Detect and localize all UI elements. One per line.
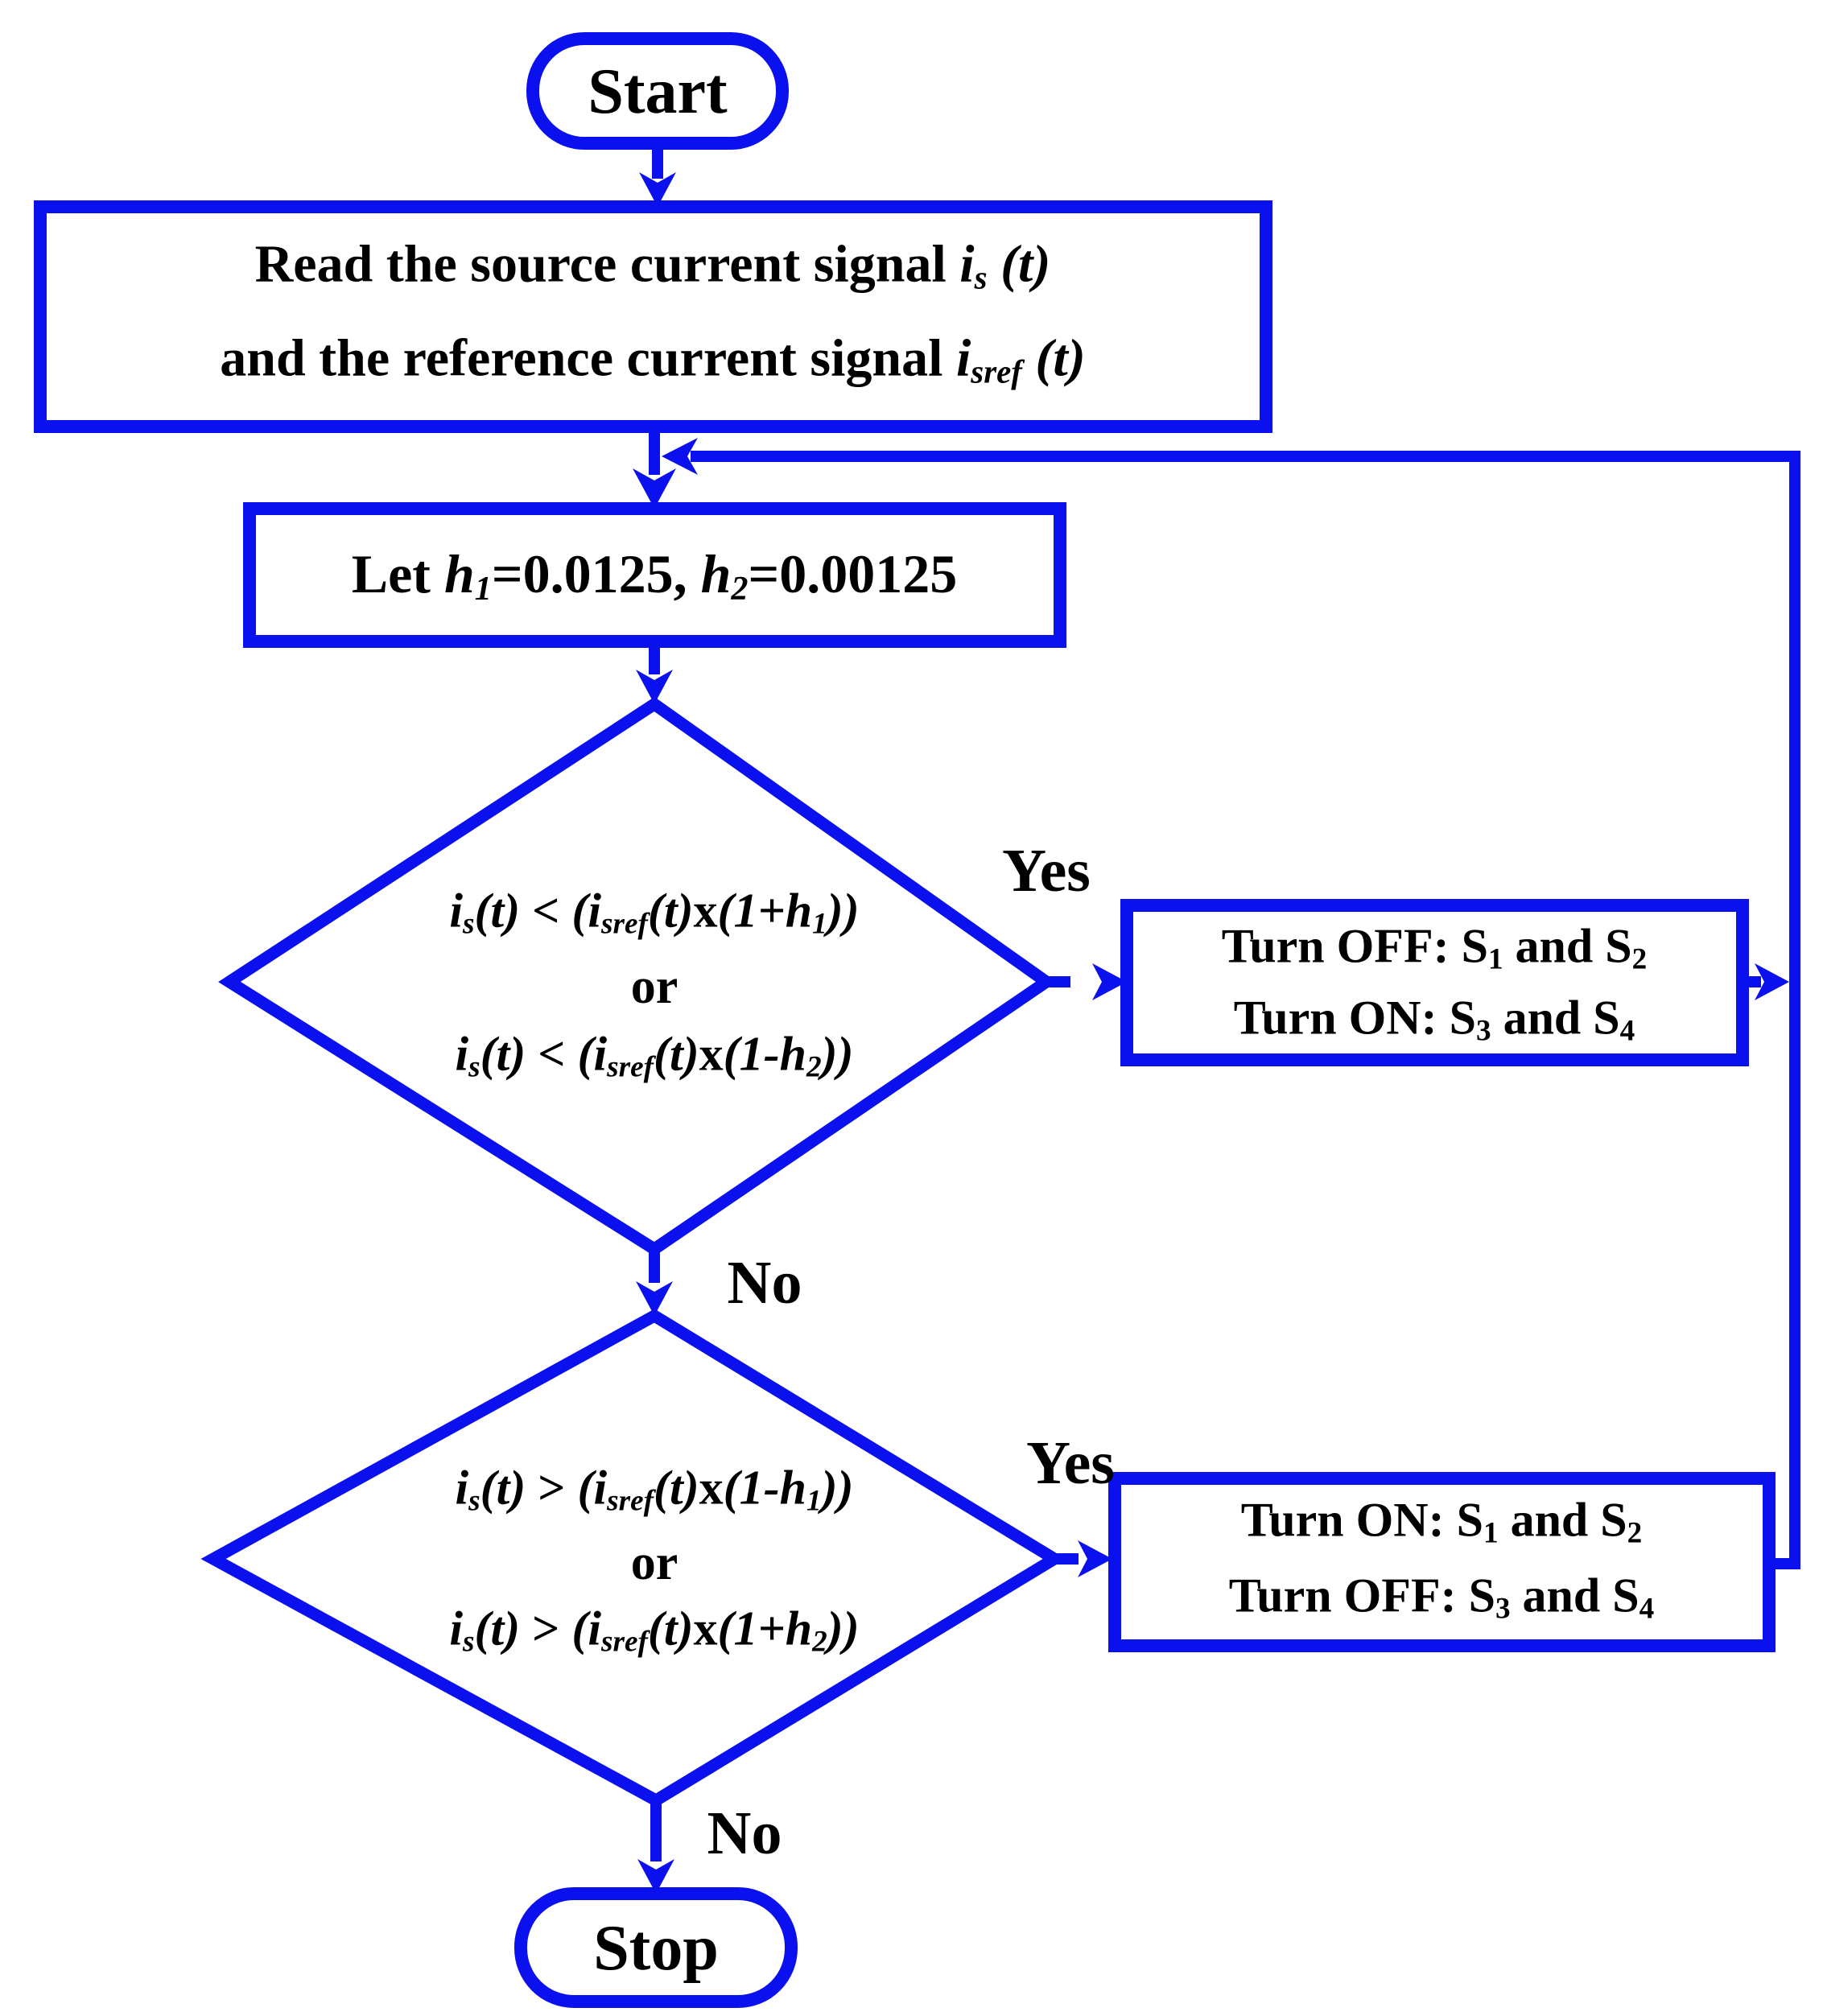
edge-feedback-rail <box>691 451 1800 1569</box>
decision2-or: or <box>630 1536 678 1590</box>
arrowhead-decision2-no <box>637 1859 674 1894</box>
action2-text-line2: Turn OFF: S3 and S4 <box>1228 1569 1655 1626</box>
decision1-text-line1: is(t) < (isref(t)x(1+h1)) <box>449 884 860 941</box>
read-text-line2: and the reference current signal isref (… <box>220 328 1086 390</box>
decision1-text-line2: is(t) < (isref(t)x(1-h2)) <box>455 1027 854 1084</box>
let-text: Let h1=0.0125, h2=0.00125 <box>351 542 958 608</box>
let-box <box>243 502 1066 648</box>
action2-text-line1: Turn ON: S1 and S2 <box>1240 1493 1643 1550</box>
no1-label: No <box>727 1249 802 1317</box>
arrowhead-feedback-left <box>662 438 698 475</box>
decision2-text-line2: is(t) > (isref(t)x(1+h2)) <box>449 1602 860 1659</box>
yes1-label: Yes <box>1002 837 1091 905</box>
stop-node <box>514 1887 798 2008</box>
arrowhead-decision1-no <box>636 1281 673 1316</box>
action1-text-line2: Turn ON: S3 and S4 <box>1233 991 1635 1048</box>
arrowhead-start-to-read <box>639 172 676 207</box>
start-label: Start <box>588 56 728 127</box>
start-node <box>526 32 789 150</box>
read-box <box>34 200 1272 433</box>
arrowhead-decision1-yes <box>1092 963 1127 1000</box>
stop-label: Stop <box>593 1913 719 1984</box>
arrowhead-decision2-yes <box>1078 1540 1112 1577</box>
decision1-or: or <box>630 959 678 1014</box>
action2-box <box>1108 1472 1776 1652</box>
arrowhead-read-to-let <box>633 468 676 509</box>
action1-text-line1: Turn OFF: S1 and S2 <box>1221 919 1648 976</box>
read-text-line1: Read the source current signal is (t) <box>254 234 1051 296</box>
decision1-diamond <box>218 696 1058 1256</box>
action1-box <box>1120 899 1749 1066</box>
arrowhead-let-to-decision1 <box>636 670 673 704</box>
decision2-text-line1: is(t) > (isref(t)x(1-h1)) <box>455 1461 854 1518</box>
arrowhead-action1-to-rail <box>1755 963 1789 1000</box>
no2-label: No <box>707 1800 782 1867</box>
decision2-diamond <box>200 1309 1066 1808</box>
yes2-label: Yes <box>1026 1429 1115 1497</box>
